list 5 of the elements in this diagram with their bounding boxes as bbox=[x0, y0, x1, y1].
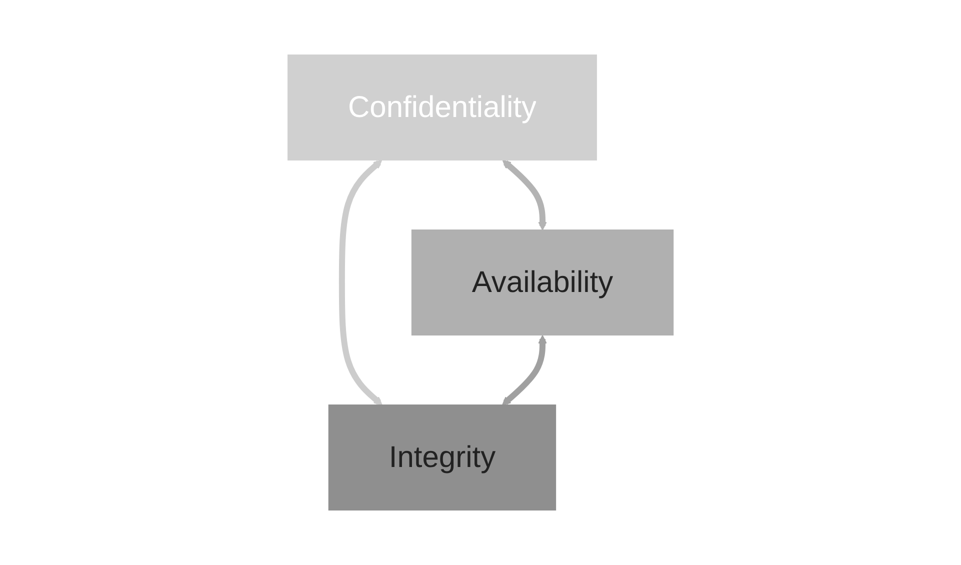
arrow bbox=[502, 335, 547, 406]
arrow bbox=[502, 160, 547, 230]
node-box: Availability bbox=[411, 230, 674, 336]
node-box: Integrity bbox=[328, 404, 556, 510]
arrow bbox=[338, 160, 382, 406]
